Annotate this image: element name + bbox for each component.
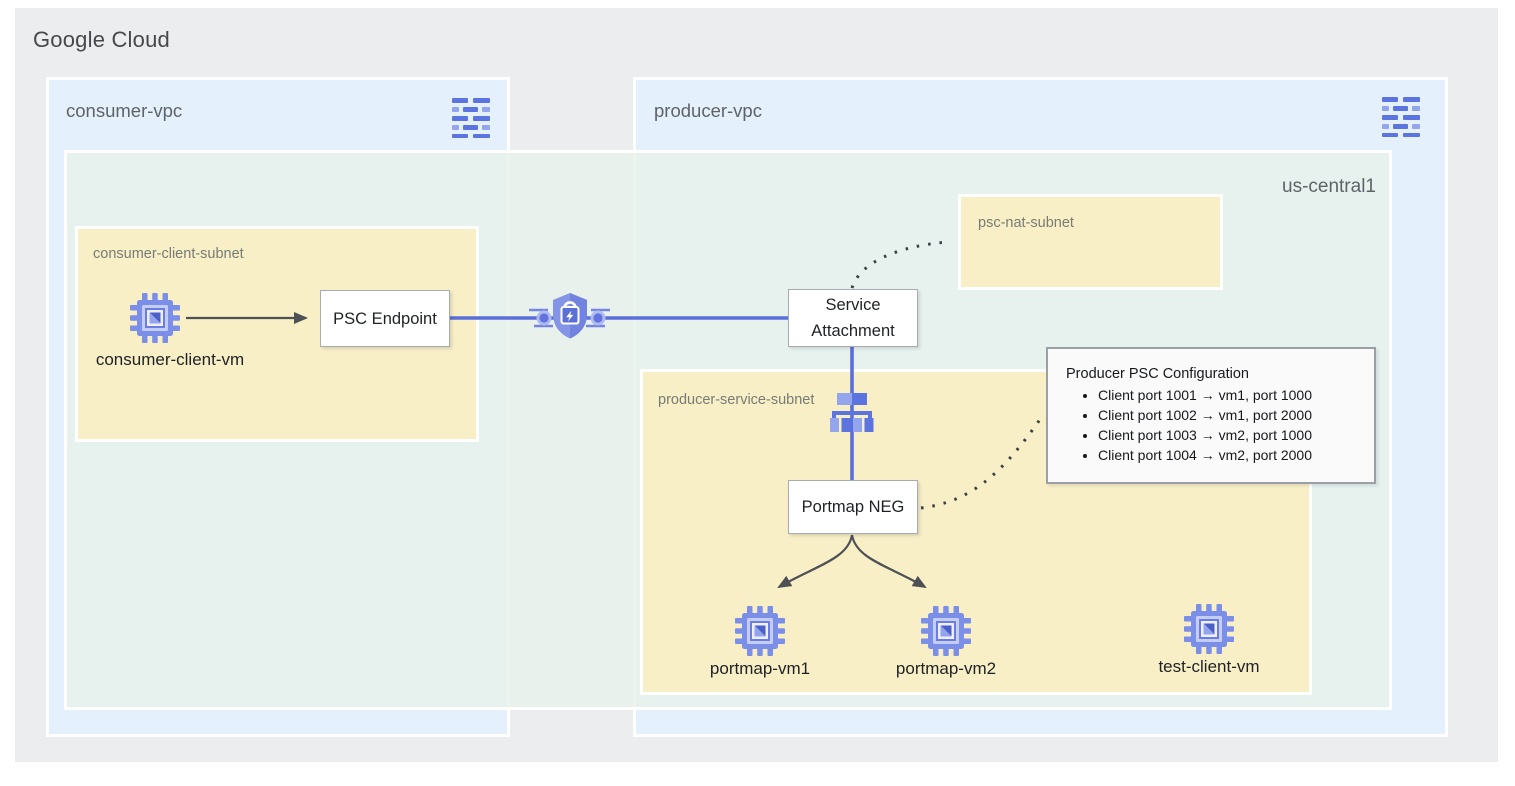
producer-psc-configuration-callout: Producer PSC Configuration Client port 1… xyxy=(1046,347,1376,484)
vpc-network-icon xyxy=(452,98,490,138)
service-attachment-label-line1: Service xyxy=(825,296,881,314)
config-item: Client port 1002 → vm1, port 2000 xyxy=(1098,405,1364,425)
psc-connection-dots xyxy=(536,310,606,326)
compute-engine-vm-icon xyxy=(732,603,788,659)
config-list: Client port 1001 → vm1, port 1000 Client… xyxy=(1066,385,1364,465)
load-balancer-icon xyxy=(830,393,874,432)
vm-label-portmap-vm1: portmap-vm1 xyxy=(709,659,811,678)
dotted-link-attachment-to-nat-subnet xyxy=(850,240,949,289)
region-label: us-central1 xyxy=(1282,176,1376,197)
arrow-neg-to-portmap-vm1 xyxy=(777,534,854,589)
psc-nat-subnet-container xyxy=(958,194,1223,290)
service-attachment-node: Service Attachment xyxy=(788,289,918,347)
consumer-client-subnet-label: consumer-client-subnet xyxy=(93,246,244,262)
vpc-network-icon xyxy=(1382,97,1420,137)
config-title: Producer PSC Configuration xyxy=(1066,366,1249,382)
arrow-neg-to-portmap-vm2 xyxy=(850,534,927,589)
consumer-vpc-label: consumer-vpc xyxy=(66,100,183,121)
vm-label-portmap-vm2: portmap-vm2 xyxy=(895,659,997,678)
producer-service-subnet-label: producer-service-subnet xyxy=(658,392,815,408)
producer-vpc-label: producer-vpc xyxy=(654,100,762,121)
vm-label-consumer-client: consumer-client-vm xyxy=(95,350,245,369)
vm-label-test-client: test-client-vm xyxy=(1158,657,1260,676)
portmap-neg-node: Portmap NEG xyxy=(788,480,918,534)
service-attachment-label-line2: Attachment xyxy=(811,322,895,340)
dotted-link-neg-to-config xyxy=(920,414,1045,510)
psc-nat-subnet-label: psc-nat-subnet xyxy=(978,215,1074,231)
psc-endpoint-label: PSC Endpoint xyxy=(333,309,437,328)
compute-engine-vm-icon xyxy=(127,290,183,346)
compute-engine-vm-icon xyxy=(1181,601,1237,657)
config-item: Client port 1003 → vm2, port 1000 xyxy=(1098,425,1364,445)
config-item: Client port 1001 → vm1, port 1000 xyxy=(1098,385,1364,405)
config-item: Client port 1004 → vm2, port 2000 xyxy=(1098,445,1364,465)
google-cloud-label: Google Cloud xyxy=(33,27,170,52)
compute-engine-vm-icon xyxy=(918,603,974,659)
psc-endpoint-node: PSC Endpoint xyxy=(320,290,450,347)
psc-shield-speed-lines xyxy=(529,308,610,328)
private-service-connect-shield-icon xyxy=(553,293,587,339)
portmap-neg-label: Portmap NEG xyxy=(801,498,905,516)
